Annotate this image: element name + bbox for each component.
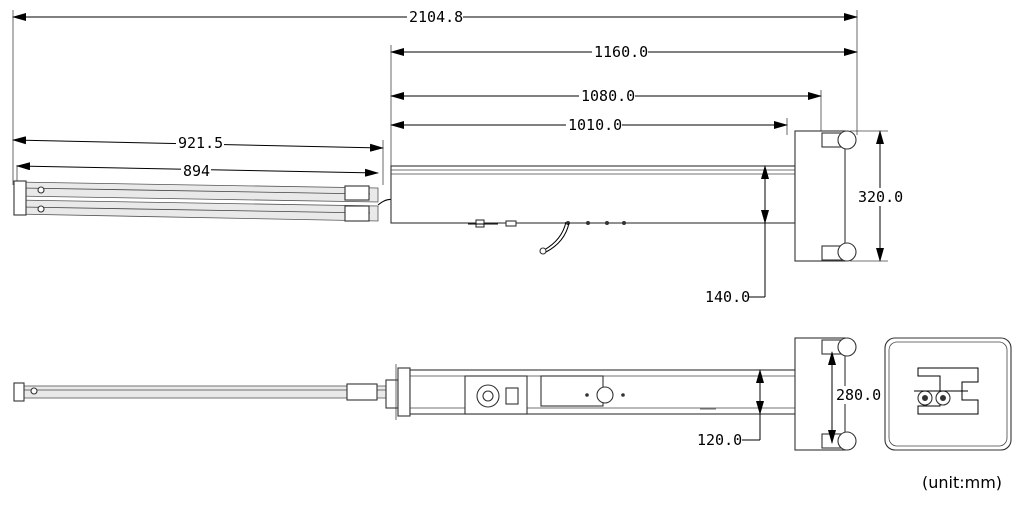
dimension-label-overall: 2104.8 [409, 8, 463, 26]
dimension-label-1010: 1010.0 [568, 116, 622, 134]
unit-note: (unit:mm) [922, 473, 1002, 492]
side-view: 280.0 120.0 [13, 337, 881, 451]
dimension-label-120: 120.0 [697, 431, 742, 449]
dimension-140: 140.0 [705, 165, 769, 306]
main-boom [390, 165, 796, 255]
dimension-894: 894 [16, 162, 379, 180]
dimension-label-1160: 1160.0 [594, 43, 648, 61]
dimension-921: 921.5 [12, 134, 384, 152]
end-mount-top [794, 130, 857, 262]
folded-arm-sections [13, 180, 379, 222]
dimension-label-921: 921.5 [178, 134, 223, 152]
coupling-side [385, 364, 411, 420]
straight-arm [13, 382, 387, 402]
dimension-label-1080: 1080.0 [581, 87, 635, 105]
dimension-1010: 1010.0 [390, 116, 788, 134]
dimension-label-320: 320.0 [858, 188, 903, 206]
dimension-label-140: 140.0 [705, 288, 750, 306]
dimension-label-280: 280.0 [836, 386, 881, 404]
dimension-280: 280.0 [828, 351, 881, 444]
main-body-side [409, 369, 797, 415]
dimension-1080: 1080.0 [390, 87, 822, 105]
dimension-label-894: 894 [183, 162, 210, 180]
dimension-320: 320.0 [850, 130, 904, 262]
dimension-overall-length: 2104.8 [12, 8, 858, 26]
dimension-1160: 1160.0 [390, 43, 858, 61]
end-view [884, 337, 1012, 451]
dimension-120: 120.0 [697, 369, 764, 449]
top-view: 2104.8 1160.0 1080.0 1010.0 921.5 [12, 8, 904, 306]
